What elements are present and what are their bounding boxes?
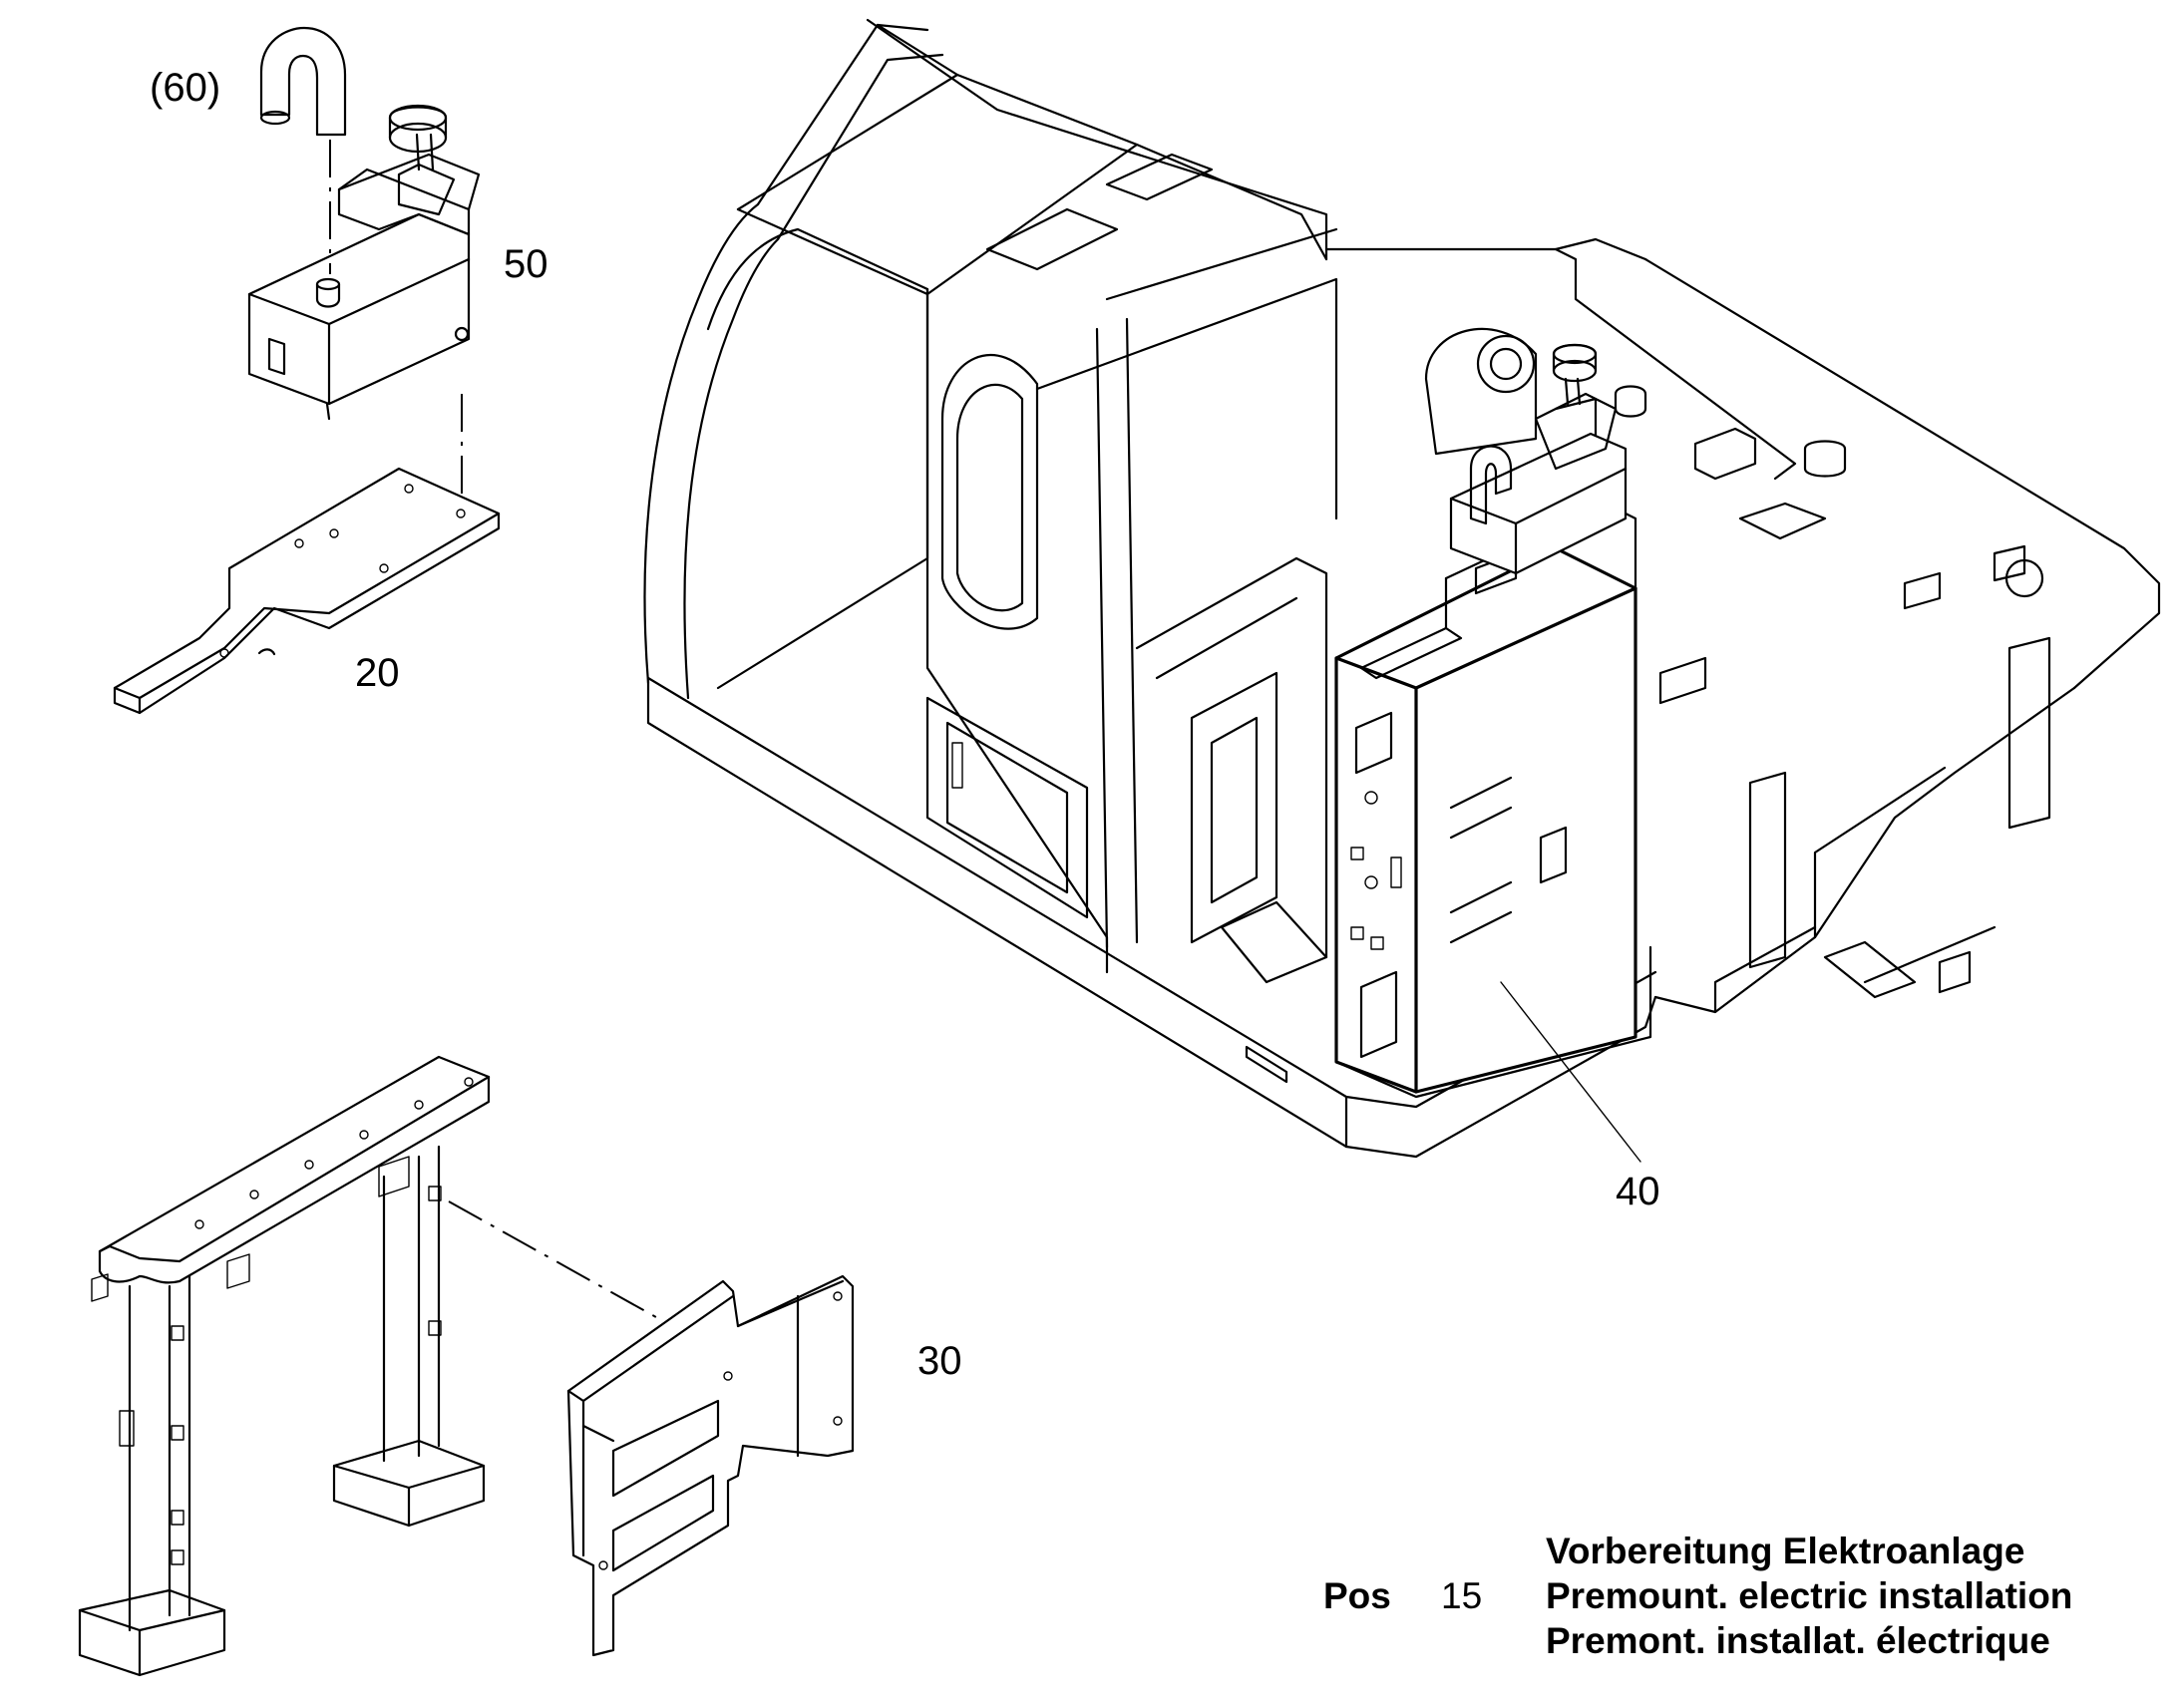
base-plate-20 — [115, 469, 499, 713]
caption-block: Vorbereitung Elektroanlage Premount. ele… — [1546, 1529, 2072, 1663]
frame-stand-30 — [80, 1057, 663, 1675]
caption-german: Vorbereitung Elektroanlage — [1546, 1531, 2025, 1571]
position-number: 15 — [1441, 1575, 1483, 1616]
bracket-30 — [568, 1276, 853, 1655]
callout-50: 50 — [504, 242, 548, 286]
callout-30: 30 — [917, 1339, 962, 1383]
hose-60 — [261, 28, 345, 135]
cab-assembly — [645, 20, 2159, 1157]
electric-box-40 — [1336, 345, 1650, 1162]
caption-english: Premount. electric installation — [1546, 1575, 2073, 1617]
position-label: Pos — [1323, 1575, 1391, 1616]
callout-60: (60) — [150, 66, 221, 110]
callout-20: 20 — [355, 651, 400, 695]
callout-40: 40 — [1616, 1170, 1660, 1213]
control-console-50 — [249, 106, 479, 504]
caption-french: Premont. installat. électrique — [1546, 1620, 2050, 1662]
